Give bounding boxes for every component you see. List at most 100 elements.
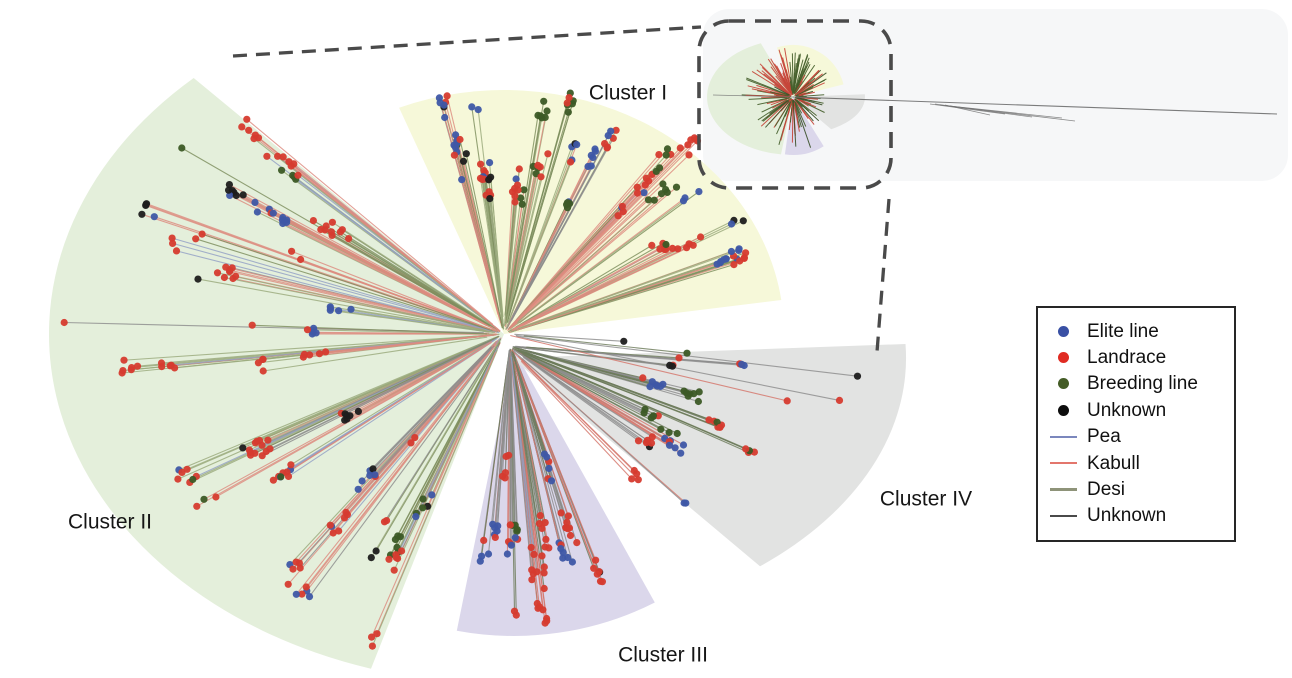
tree-tip [367, 554, 375, 562]
legend-item-label: Kabull [1087, 452, 1140, 474]
tree-tip [676, 144, 684, 152]
tree-tip [545, 464, 553, 473]
tree-branch [123, 334, 486, 361]
tree-tip [354, 485, 362, 493]
legend-line [1049, 488, 1077, 491]
tree-tip [730, 261, 738, 269]
tree-tip [486, 195, 494, 203]
tree-tip [366, 471, 374, 479]
legend-line [1049, 461, 1077, 465]
tree-branch [262, 336, 488, 372]
tree-tip [517, 194, 525, 202]
tree-tip [327, 228, 335, 236]
tree-branch [513, 361, 562, 550]
tree-branch [508, 102, 568, 317]
tree-tip [738, 360, 746, 368]
legend-dot-marker [1046, 404, 1080, 416]
tree-tip [727, 220, 736, 228]
tree-tip [274, 152, 282, 160]
mini-branch [798, 99, 825, 113]
tree-tip [566, 531, 575, 540]
tree-tip [328, 218, 336, 226]
tree-tip [563, 201, 571, 209]
tree-tip [695, 388, 703, 396]
mini-branch [793, 54, 800, 93]
cluster-2-label: Cluster II [68, 511, 152, 534]
tree-tip [158, 363, 166, 371]
tree-tip [419, 495, 427, 503]
mini-branch [780, 99, 793, 141]
tree-tip [60, 318, 68, 327]
legend-dot-marker [1046, 352, 1080, 364]
tree-branch [388, 342, 501, 560]
mini-branch [765, 100, 790, 128]
tree-tip [640, 189, 648, 197]
tree-tip [506, 521, 514, 529]
mini-branch [781, 76, 792, 95]
tree-branch [181, 147, 490, 327]
tree-branch [524, 352, 747, 450]
tree-tip [394, 532, 402, 540]
tree-tip [283, 218, 291, 226]
tree-branch [370, 340, 501, 559]
tree-branch [361, 346, 492, 482]
tree-tip [618, 202, 627, 210]
tree-tip [119, 367, 127, 375]
tree-tip [540, 563, 548, 571]
tree-tip [713, 260, 721, 268]
tree-tip [441, 113, 449, 122]
tree-tip [591, 145, 599, 153]
tree-branch [172, 242, 496, 332]
tree-tip [150, 213, 158, 221]
tree-tip [528, 576, 536, 584]
tree-tip [573, 141, 581, 149]
mini-branch [778, 100, 789, 109]
mini-branch [794, 98, 814, 122]
tree-tip [480, 536, 488, 545]
tree-tip [200, 495, 208, 503]
mini-sector-1 [707, 43, 793, 155]
legend-item: Pea [1046, 424, 1234, 450]
tree-tip [428, 491, 436, 499]
tree-tip [491, 533, 499, 542]
tree-branch [251, 324, 488, 335]
tree-tip [486, 159, 494, 167]
tree-tip [735, 246, 743, 254]
mini-outgroup-splinter [712, 94, 794, 98]
tree-tip [540, 450, 549, 458]
legend-dot [1057, 325, 1069, 337]
mini-branch [794, 101, 803, 114]
tree-tip [338, 226, 346, 234]
tree-tip [392, 554, 400, 562]
legend-line-marker [1046, 488, 1080, 491]
tree-branch [509, 355, 512, 546]
tree-tip [650, 196, 658, 204]
tree-branch [483, 178, 504, 323]
tree-branch [160, 333, 500, 364]
tree-tip [287, 162, 295, 170]
tree-tip [269, 209, 277, 217]
tree-branch [465, 153, 503, 327]
mini-branch [798, 99, 809, 107]
mini-branch [794, 98, 810, 112]
mini-branch [757, 99, 790, 121]
tree-branch [261, 337, 498, 457]
tree-branch [512, 199, 649, 327]
tree-branch [510, 360, 516, 539]
tree-tip [557, 545, 565, 553]
tree-tip [656, 382, 665, 390]
tree-branch [295, 338, 501, 595]
tree-branch [516, 335, 841, 401]
legend-dot [1057, 378, 1069, 390]
tree-tip [537, 173, 545, 181]
tree-branch [513, 350, 685, 504]
tree-branch [504, 197, 522, 326]
tree-tip [662, 151, 670, 159]
tree-branch [479, 177, 503, 319]
tree-tip [289, 565, 297, 573]
tree-tip [169, 239, 177, 247]
tree-tip [478, 552, 486, 560]
mini-branch [794, 55, 809, 93]
legend-item: Kabull [1046, 450, 1234, 476]
